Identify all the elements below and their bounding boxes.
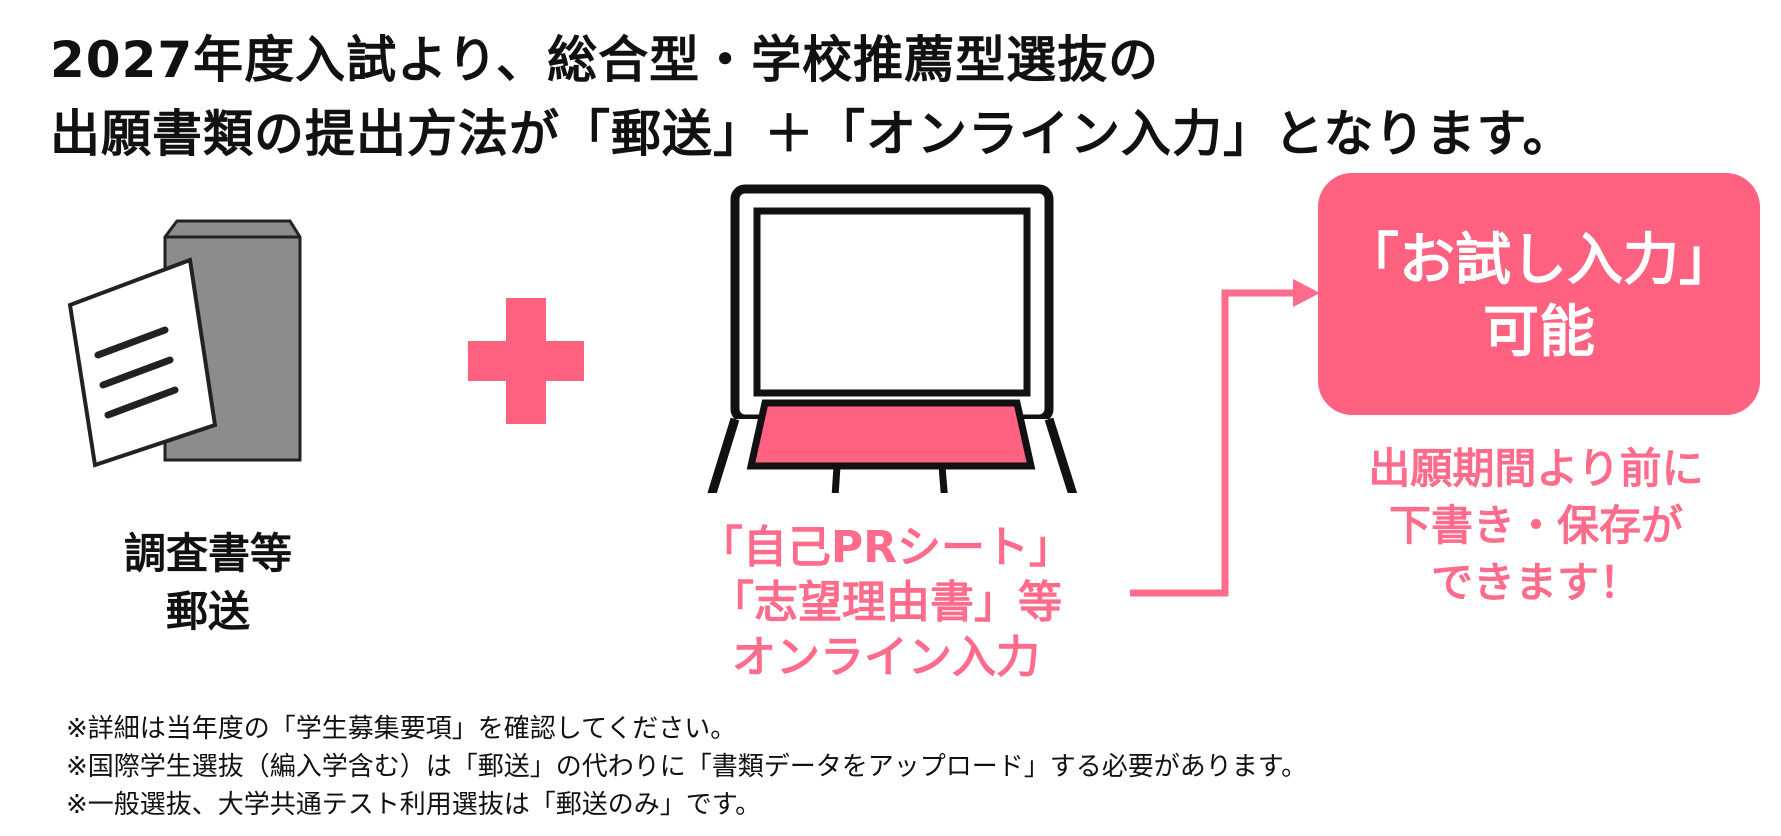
trial-input-badge: 「お試し入力」 可能	[1318, 173, 1760, 415]
online-label-line-2: 「志望理由書」等	[710, 577, 1062, 628]
trial-badge-line-2: 可能	[1483, 300, 1595, 365]
trial-note-line-2: 下書き・保存が	[1388, 501, 1683, 550]
trial-badge-line-1: 「お試し入力」	[1343, 228, 1735, 293]
note-1: ※詳細は当年度の「学生募集要項」を確認してください。	[66, 714, 737, 744]
headline-line-2: 出願書類の提出方法が「郵送」＋「オンライン入力」となります。	[50, 105, 1574, 163]
envelope-document-icon	[67, 219, 302, 468]
mail-label-line-2: 郵送	[165, 587, 250, 636]
online-label: 「自己PRシート」 「志望理由書」等 オンライン入力	[686, 520, 1086, 685]
laptop-icon	[697, 184, 1091, 493]
note-2: ※国際学生選抜（編入学含む）は「郵送」の代わりに「書類データをアップロード」する…	[66, 752, 1308, 782]
trial-note: 出願期間より前に 下書き・保存が できます！	[1336, 440, 1736, 611]
headline-line-1: 2027年度入試より、総合型・学校推薦型選抜の	[50, 31, 1160, 89]
trial-note-line-1: 出願期間より前に	[1368, 444, 1704, 493]
note-3: ※一般選抜、大学共通テスト利用選抜は「郵送のみ」です。	[66, 790, 762, 820]
trial-note-line-3: できます！	[1430, 558, 1641, 607]
arrow-icon	[1130, 279, 1320, 597]
mail-label: 調査書等 郵送	[108, 525, 308, 641]
plus-icon	[468, 298, 584, 424]
mail-label-line-1: 調査書等	[123, 529, 292, 578]
online-label-line-3: オンライン入力	[732, 632, 1040, 683]
online-label-line-1: 「自己PRシート」	[698, 522, 1074, 573]
